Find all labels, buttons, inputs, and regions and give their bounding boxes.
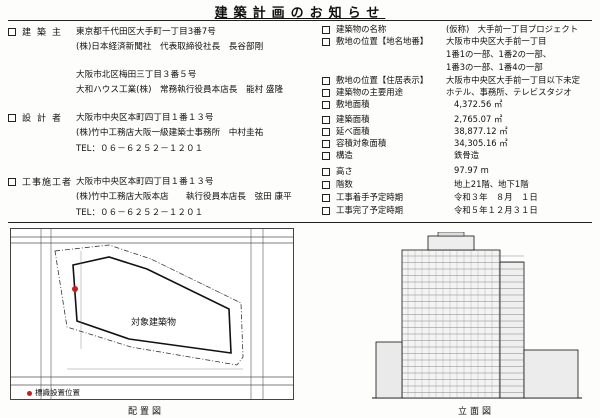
building-outline [72, 256, 232, 354]
building-label: 対象建築物 [131, 318, 177, 328]
owner-line: (株)日本経済新聞社 代表取締役社長 長谷部剛 [76, 42, 264, 52]
spec-label: 建築物の名称 [336, 24, 387, 34]
owner-line: 東京都千代田区大手町一丁目3番7号 [76, 27, 216, 37]
checkbox-icon [322, 38, 330, 46]
contractor-label: 工事施工者 [22, 178, 73, 188]
checkbox-icon [322, 26, 330, 34]
page-title: 建築計画のお知らせ [214, 6, 386, 21]
site-plan-caption: 配置図 [128, 407, 165, 417]
elevation-drawing [372, 231, 582, 402]
site-plan-drawing [11, 229, 293, 399]
spec-value: ホテル、事務所、テレビスタジオ [446, 87, 572, 97]
owner-label: 建築主 [22, 28, 68, 38]
section-divider [8, 222, 592, 223]
elevation-svg [372, 231, 582, 399]
checkbox-icon [322, 207, 330, 215]
spec-value: 34,305.16 ㎡ [454, 138, 508, 148]
spec-value: 令和３年 ８月 １日 [454, 192, 538, 202]
spec-value: 大阪市中央区大手前一丁目以下未定 [446, 75, 580, 85]
spec-value: (仮称) 大手前一丁目プロジェクト [446, 24, 579, 34]
roof-equipment [437, 231, 465, 237]
checkbox-icon [322, 181, 330, 189]
checkbox-icon [8, 178, 16, 186]
spec-label: 延べ面積 [336, 126, 370, 136]
site-boundary [54, 244, 244, 366]
designer-line: TEL：０６－６２５２－１２０１ [76, 144, 204, 154]
tower-crown [427, 235, 475, 251]
floor-lines [402, 250, 524, 398]
legend-label: 標識設置位置 [35, 388, 80, 397]
checkbox-icon [322, 89, 330, 97]
contractor-line: (株)竹中工務店大阪本店 執行役員本店長 弦田 康平 [76, 192, 292, 202]
spec-label: 建築物の主要用途 [336, 87, 403, 97]
designer-label: 設計者 [22, 114, 68, 124]
tower-wing [499, 261, 525, 399]
designer-line: (株)竹中工務店大阪一級建築士事務所 中村圭祐 [76, 128, 264, 138]
spec-label: 敷地の位置【住居表示】 [336, 75, 429, 85]
spec-value: 大阪市中央区大手前一丁目 [446, 36, 547, 46]
spec-value: 鉄骨造 [454, 150, 480, 160]
sign-location-marker [72, 286, 78, 292]
checkbox-icon [322, 116, 330, 124]
spec-label: 建築面積 [336, 114, 370, 124]
podium-right [523, 349, 579, 399]
tower-body [401, 249, 501, 399]
spec-label: 高さ [336, 166, 353, 176]
owner-line: 大阪市北区梅田三丁目３番５号 [76, 70, 197, 80]
site-plan: 対象建築物 標識設置位置 [10, 228, 294, 400]
spec-label: 階数 [336, 179, 353, 189]
spec-value: 1番1の一部、1番2の一部、 [446, 49, 552, 59]
plan-legend: 標識設置位置 [27, 387, 80, 398]
spec-label: 敷地面積 [336, 99, 370, 109]
spec-label: 工事完了予定時期 [336, 205, 403, 215]
legend-marker-icon [27, 390, 32, 396]
spec-value: 地上21階、地下1階 [454, 179, 529, 189]
checkbox-icon [322, 101, 330, 109]
spec-value: 38,877.12 ㎡ [454, 126, 508, 136]
designer-line: 大阪市中央区本町四丁目１番１３号 [76, 113, 214, 123]
spec-label: 工事着手予定時期 [336, 192, 403, 202]
elevation-caption: 立面図 [458, 407, 495, 417]
spec-label: 敷地の位置【地名地番】 [336, 36, 429, 46]
spec-value: 1番3の一部、1番4の一部 [446, 62, 543, 72]
checkbox-icon [8, 28, 16, 36]
spec-value: 2,765.07 ㎡ [454, 114, 503, 124]
dimension-line [150, 258, 242, 304]
podium-left [375, 341, 403, 399]
checkbox-icon [322, 168, 330, 176]
spec-value: 令和５年１２月３１日 [454, 205, 538, 215]
checkbox-icon [322, 128, 330, 136]
spec-value: 97.97 m [454, 165, 489, 175]
owner-line: 大和ハウス工業(株) 常務執行役員本店長 能村 盛隆 [76, 85, 284, 95]
contractor-line: 大阪市中央区本町四丁目１番１３号 [76, 177, 214, 187]
checkbox-icon [322, 140, 330, 148]
spec-label: 構造 [336, 150, 353, 160]
checkbox-icon [8, 114, 16, 122]
checkbox-icon [322, 152, 330, 160]
spec-label: 容積対象面積 [336, 138, 387, 148]
title-underline [8, 20, 592, 21]
spec-value: 4,372.56 ㎡ [454, 99, 503, 109]
checkbox-icon [322, 77, 330, 85]
contractor-line: TEL：０６－６２５２－１２０１ [76, 208, 204, 218]
checkbox-icon [322, 194, 330, 202]
